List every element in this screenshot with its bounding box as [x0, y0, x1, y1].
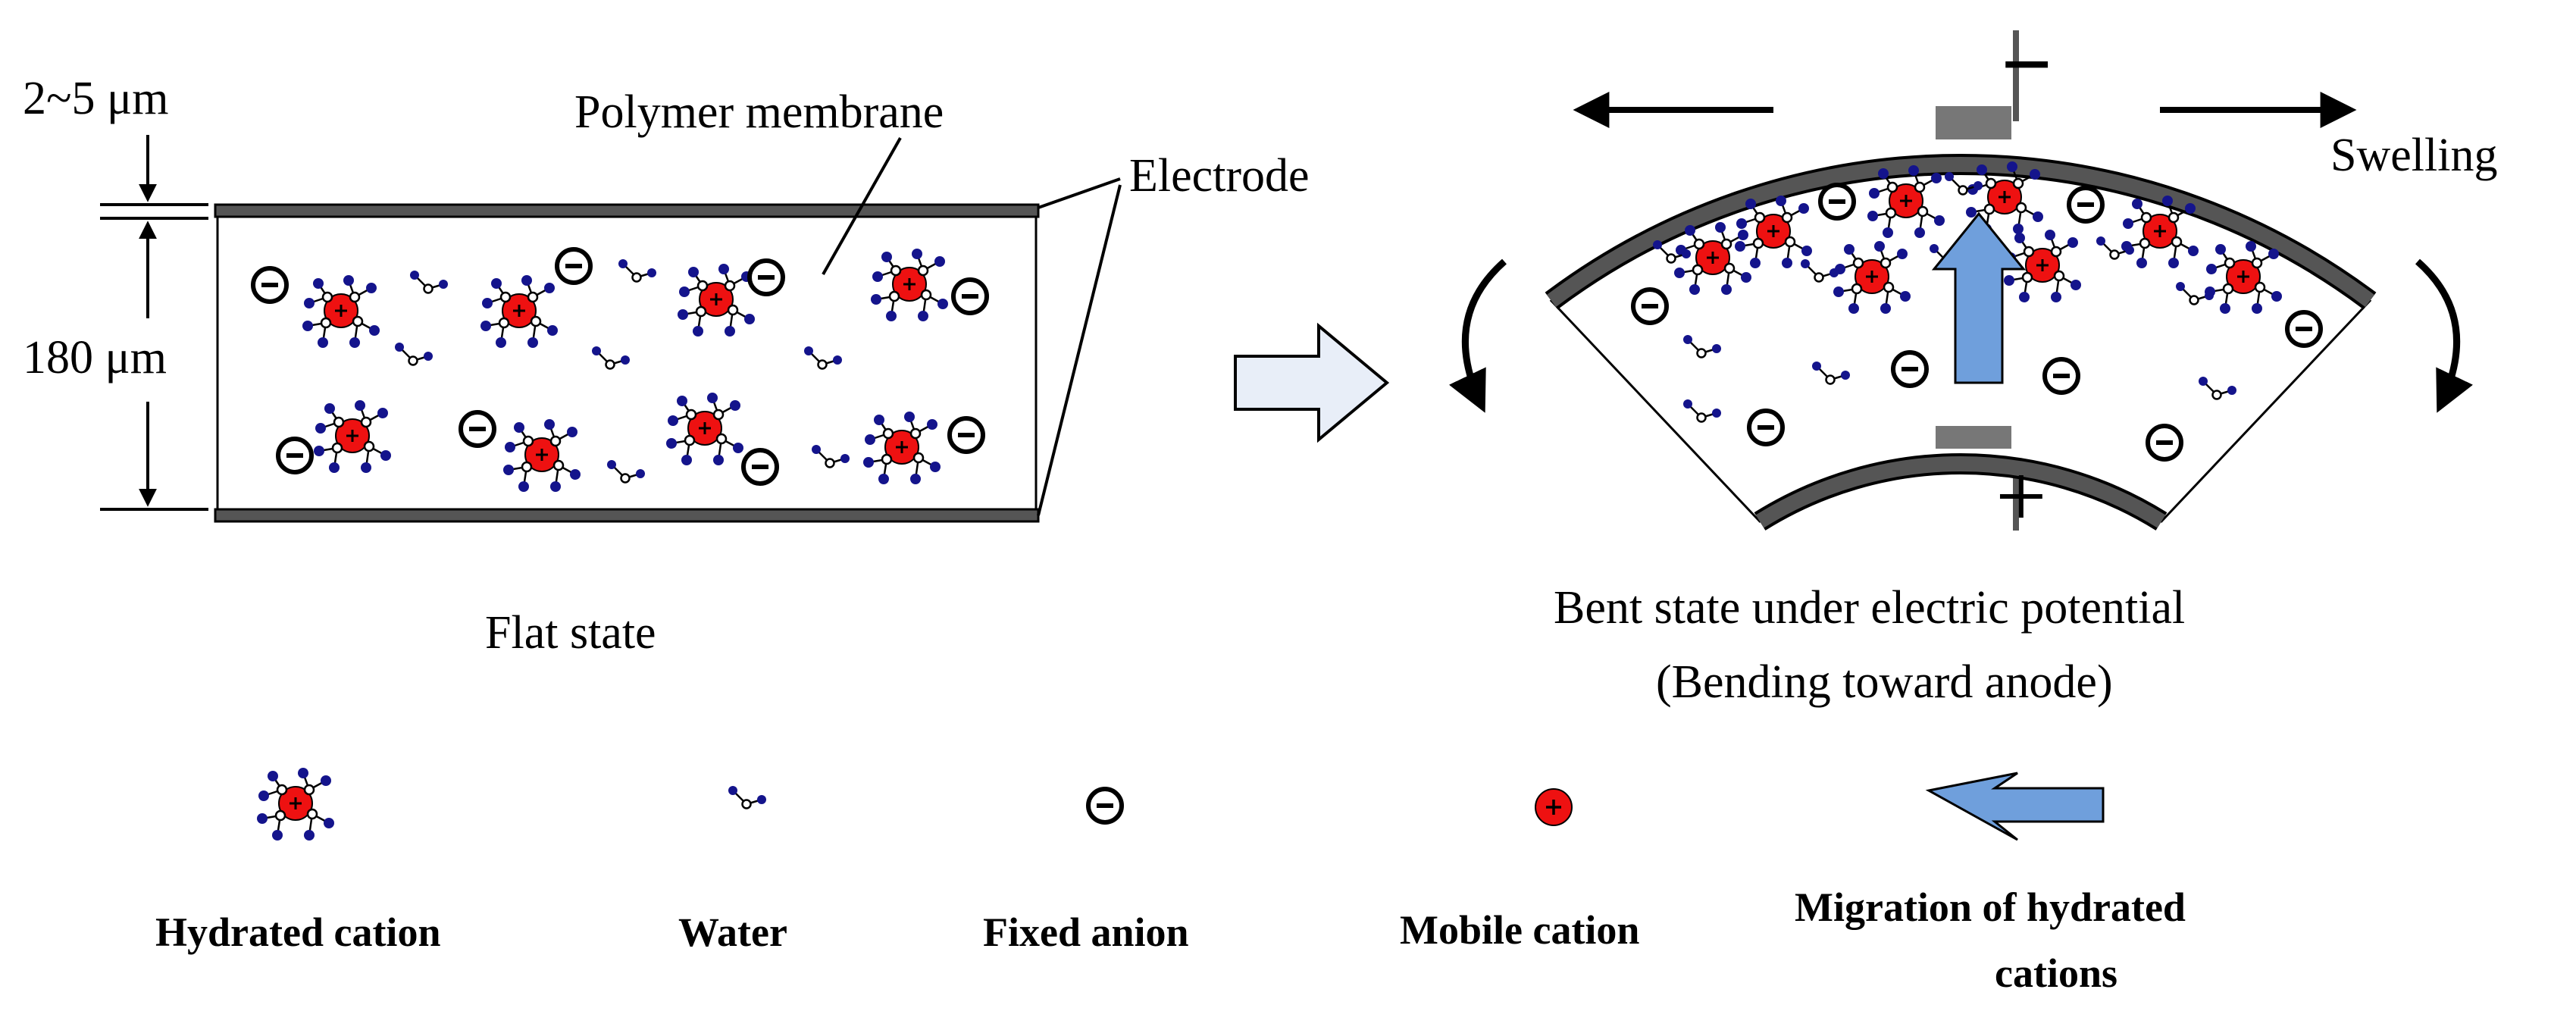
polymer-membrane-label: Polymer membrane: [574, 86, 944, 138]
transition-arrow: [1234, 322, 1390, 443]
fixed-anion: [1820, 185, 1854, 218]
electrode-leader-bottom: [1037, 184, 1122, 516]
bent-state-panel: − + Swelling: [1449, 14, 2497, 708]
legend-hydrated-cation-label: Hydrated cation: [155, 909, 440, 955]
top-electrode: [214, 203, 1040, 218]
legend-mobile-cation-label: Mobile cation: [1400, 907, 1639, 953]
cathode-sign: −: [2001, 14, 2052, 114]
cathode-connector: [1936, 106, 2011, 139]
bent-caption-line1: Bent state under electric potential: [1554, 582, 2185, 634]
migration-arrow-up: [1931, 211, 2027, 384]
dimension-marks: [100, 135, 208, 511]
flat-state-panel: 2~5 μm 180 μm Polymer membrane Electrode: [23, 73, 1310, 659]
bottom-electrode: [214, 508, 1040, 523]
bend-arrow-right: [2415, 258, 2473, 413]
fixed-anion: [750, 261, 783, 294]
thick-dimension-label: 180 μm: [23, 332, 167, 384]
fixed-anion: [2148, 426, 2181, 459]
anode-connector: [1936, 426, 2011, 449]
fixed-anion: [2069, 188, 2102, 221]
anode-sign: +: [1995, 446, 2047, 546]
fixed-anion: [1633, 290, 1667, 323]
legend-water-icon: [727, 784, 768, 809]
legend: Hydrated cation Water Fixed anion Mobile…: [155, 766, 2186, 996]
fixed-anion: [950, 418, 983, 452]
electrode-label: Electrode: [1129, 150, 1310, 202]
fixed-anion: [557, 249, 590, 283]
bottom-electrode-bent-fill: [1755, 456, 2166, 528]
fixed-anion: [1893, 352, 1927, 386]
legend-migration-label-line2: cations: [1995, 950, 2117, 996]
legend-fixed-anion-icon: [1088, 789, 1122, 822]
legend-water-label: Water: [678, 909, 787, 955]
fixed-anion: [953, 280, 987, 313]
bent-caption-line2: (Bending toward anode): [1656, 656, 2113, 708]
top-electrode-bent-fill: [1547, 157, 2374, 308]
fixed-anion: [2045, 359, 2078, 393]
fixed-anion: [2287, 312, 2321, 346]
fixed-anion: [253, 268, 286, 302]
fixed-anion: [743, 450, 777, 484]
legend-mobile-cation-icon: [1534, 787, 1573, 827]
electrode-leader-top: [1038, 177, 1121, 209]
thin-dimension-label: 2~5 μm: [23, 73, 169, 124]
fixed-anion: [461, 412, 494, 446]
legend-hydrated-cation-icon: [255, 766, 336, 842]
fixed-anion: [1749, 411, 1783, 444]
flat-state-caption: Flat state: [485, 607, 656, 659]
swelling-label: Swelling: [2330, 130, 2497, 181]
legend-fixed-anion-label: Fixed anion: [983, 909, 1189, 955]
legend-migration-label-line1: Migration of hydrated: [1795, 884, 2186, 930]
membrane-leader-line: [822, 137, 902, 275]
legend-migration-arrow-icon: [1925, 772, 2105, 841]
bend-arrow-left: [1449, 258, 1507, 413]
fixed-anion: [278, 439, 311, 472]
